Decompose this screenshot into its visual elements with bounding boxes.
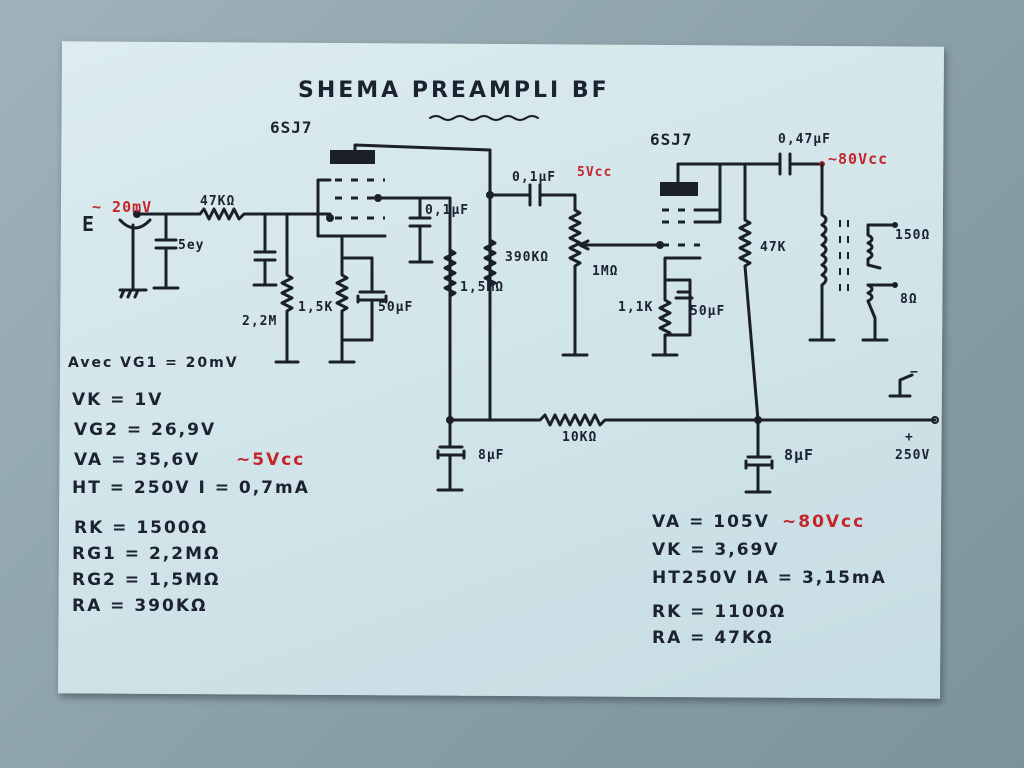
stage1-va-signal: ~5Vcc xyxy=(236,450,306,470)
input-signal: ~ 20mV xyxy=(92,198,153,216)
tube2-label: 6SJ7 xyxy=(650,130,693,149)
stage2-va-signal: ~80Vcc xyxy=(782,512,866,532)
tube2-plate-resistor-label: 47K xyxy=(760,240,787,255)
note-line: Avec VG1 = 20mV xyxy=(68,355,239,371)
output-capacitor xyxy=(778,152,824,176)
tube1-outline xyxy=(316,178,387,238)
note-line: VG2 = 26,9V xyxy=(74,420,217,440)
cathode-resistor xyxy=(328,234,374,364)
cathode-capacitor xyxy=(356,256,388,342)
screen-cap-label: 0,1µF xyxy=(425,203,470,218)
tube2-plate-resistor xyxy=(738,162,760,422)
tap-150-terminal xyxy=(892,222,898,228)
screen-resistor xyxy=(443,248,457,298)
transformer-primary xyxy=(808,162,836,342)
filter-cap-right-label: 8µF xyxy=(784,446,815,464)
note-line: RK = 1500Ω xyxy=(74,518,209,538)
volume-pot-label: 1MΩ xyxy=(592,264,619,279)
input-label: E xyxy=(82,212,96,236)
screen-wire xyxy=(376,196,452,422)
note-line: RG1 = 2,2MΩ xyxy=(72,544,221,564)
tube2-cathode-cap xyxy=(674,290,694,300)
ht-label: 250V xyxy=(895,448,931,463)
grid-capacitor xyxy=(252,212,278,287)
coupling-cap-label: 0,1µF xyxy=(512,170,557,185)
cathode-cap-label: 50µF xyxy=(378,300,414,315)
tap-high-label: 150Ω xyxy=(895,228,931,243)
input-capacitor xyxy=(152,212,180,290)
tube2-plate-wire xyxy=(676,162,782,224)
title-underline xyxy=(429,115,539,121)
tap-8-terminal xyxy=(892,282,898,288)
grid-leak-label: 2,2M xyxy=(242,314,278,329)
note-line: VK = 1V xyxy=(72,390,164,410)
page-title: SHEMA PREAMPLI BF xyxy=(298,78,610,103)
pot-wiper xyxy=(578,239,662,251)
tube1-label: 6SJ7 xyxy=(270,118,313,137)
output-cap-label: 0,47µF xyxy=(778,132,831,147)
supply-rail xyxy=(448,413,937,427)
ground-minus-terminal xyxy=(888,373,914,398)
note-line: HT = 250V I = 0,7mA xyxy=(72,478,310,498)
note-line: VA = 105V xyxy=(652,512,770,532)
tube2-g1-node xyxy=(656,241,664,249)
grid-resistor xyxy=(198,207,332,221)
tap-low-label: 8Ω xyxy=(900,292,918,307)
plus-label: + xyxy=(905,430,914,445)
plate-resistor xyxy=(483,238,497,288)
transformer-secondary xyxy=(861,223,897,342)
note-line: RG2 = 1,5MΩ xyxy=(72,570,221,590)
cathode-resistor-label: 1,5K xyxy=(298,300,334,315)
tube2-heater xyxy=(660,182,698,196)
note-line: HT250V IA = 3,15mA xyxy=(652,568,887,588)
note-line: VK = 3,69V xyxy=(652,540,780,560)
plate-resistor-label: 390KΩ xyxy=(505,250,550,265)
tube2-cathode xyxy=(651,256,702,357)
tube1-heater xyxy=(330,150,375,164)
tube2-grids xyxy=(662,208,700,247)
screen-resistor-label: 1,5MΩ xyxy=(460,280,505,295)
coupling-capacitor xyxy=(488,183,577,212)
stage2-output-signal: ~80Vcc xyxy=(828,150,889,168)
filter-cap-right xyxy=(744,418,774,494)
transformer-core xyxy=(839,220,849,300)
ground-symbol xyxy=(118,288,148,299)
grid-resistor-label: 47KΩ xyxy=(200,194,236,209)
filter-resistor-label: 10KΩ xyxy=(562,430,598,445)
minus-label: − xyxy=(910,365,919,380)
note-line: RA = 390KΩ xyxy=(72,596,208,616)
screen-capacitor xyxy=(408,196,434,264)
input-cap-label: 5ey xyxy=(178,238,205,253)
note-line: RK = 1100Ω xyxy=(652,602,787,622)
tube1-g1-node xyxy=(326,214,334,222)
tube2-cathode-resistor-label: 1,1K xyxy=(618,300,654,315)
note-line: VA = 35,6V xyxy=(74,450,201,470)
note-line: RA = 47KΩ xyxy=(652,628,774,648)
stage1-output-signal: 5Vcc xyxy=(577,165,613,180)
tube2-cathode-cap-label: 50µF xyxy=(690,304,726,319)
ht-terminal xyxy=(931,416,939,424)
volume-pot xyxy=(561,208,589,357)
input-jack xyxy=(118,218,152,230)
filter-cap-left xyxy=(436,418,466,492)
filter-cap-left-label: 8µF xyxy=(478,448,505,463)
grid-leak-resistor xyxy=(274,212,300,364)
